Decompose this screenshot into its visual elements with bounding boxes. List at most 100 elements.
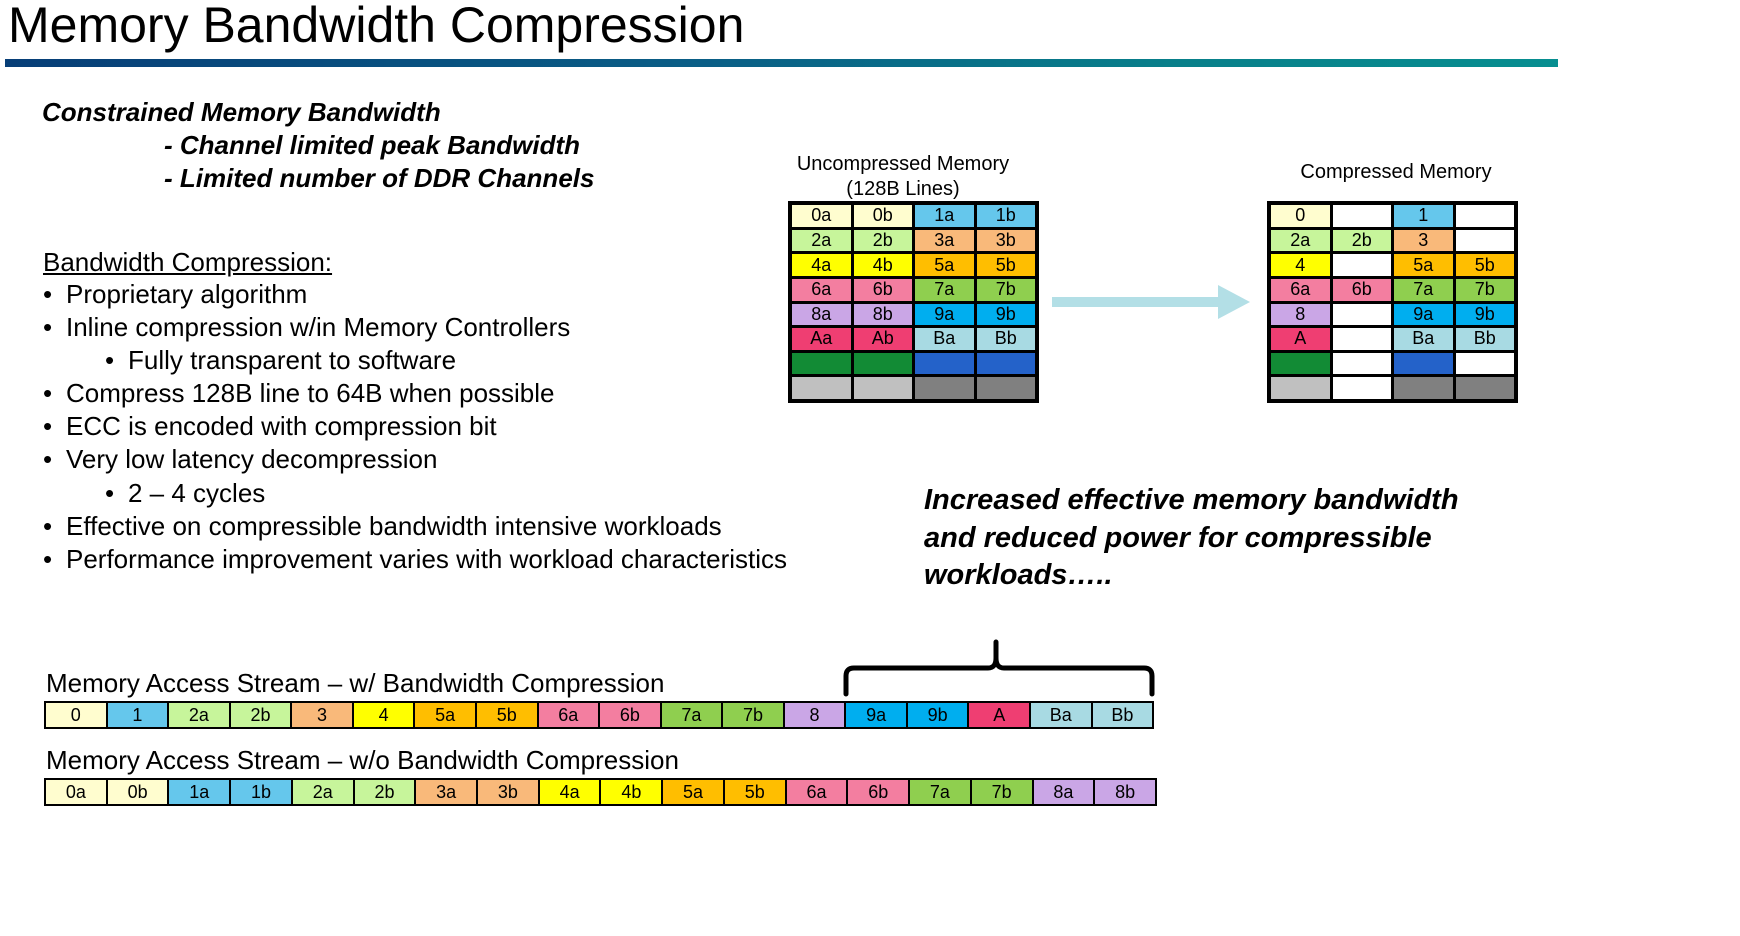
stream-cell: Bb bbox=[1092, 703, 1153, 727]
compressed-memory-cell: 5a bbox=[1394, 254, 1453, 276]
compressed-memory-cell bbox=[1394, 377, 1453, 399]
stream-cell: 9b bbox=[907, 703, 968, 727]
bullet-item: • Inline compression w/in Memory Controll… bbox=[43, 311, 787, 344]
uncompressed-label-line2: (128B Lines) bbox=[846, 178, 960, 200]
bullet-dot-icon: • bbox=[43, 543, 53, 574]
compressed-memory-cell: 8 bbox=[1271, 303, 1330, 326]
uncompressed-memory-cell bbox=[915, 377, 974, 399]
bandwidth-compression-heading: Bandwidth Compression: bbox=[43, 247, 333, 277]
compressed-memory-cell bbox=[1271, 377, 1330, 399]
uncompressed-memory-label: Uncompressed Memory (128B Lines) bbox=[790, 152, 1016, 202]
uncompressed-memory-cell: 2b bbox=[853, 229, 912, 252]
stream-cell: 7b bbox=[971, 780, 1032, 804]
compressed-memory-cell: 6a bbox=[1271, 278, 1330, 301]
uncompressed-memory-cell bbox=[792, 377, 851, 399]
uncompressed-memory-cell bbox=[792, 352, 851, 375]
uncompressed-memory-cell: 5b bbox=[976, 254, 1035, 276]
bullet-item: • Proprietary algorithm bbox=[43, 278, 787, 311]
claim-line: Increased effective memory bandwidth bbox=[924, 484, 1459, 516]
claim-line: workloads….. bbox=[924, 559, 1113, 591]
uncompressed-memory-cell: 4a bbox=[792, 254, 851, 276]
title-underline-bar bbox=[5, 59, 1558, 67]
bullet-item: •2 – 4 cycles bbox=[43, 477, 787, 510]
compressed-memory-cell: 5b bbox=[1455, 254, 1514, 276]
compressed-memory-cell: 3 bbox=[1394, 229, 1453, 252]
bullet-text: Effective on compressible bandwidth inte… bbox=[66, 510, 722, 541]
uncompressed-memory-cell: 6a bbox=[792, 278, 851, 301]
compressed-memory-cell bbox=[1455, 352, 1514, 375]
bullet-text: Fully transparent to software bbox=[128, 345, 457, 376]
uncompressed-memory-cell: 0a bbox=[792, 205, 851, 227]
stream-cell: 5a bbox=[415, 703, 475, 727]
bullet-dot-icon: • bbox=[43, 312, 53, 343]
constrained-point: - Channel limited peak Bandwidth bbox=[164, 130, 581, 160]
bullet-item: • Compress 128B line to 64B when possible bbox=[43, 377, 787, 410]
bullet-item: •Very low latency decompression bbox=[43, 443, 787, 476]
stream-with-compression-label: Memory Access Stream – w/ Bandwidth Comp… bbox=[46, 668, 665, 698]
bullet-dot-icon: • bbox=[43, 510, 53, 541]
uncompressed-memory-cell: 9a bbox=[915, 303, 974, 326]
stream-cell: 0a bbox=[46, 780, 106, 804]
stream-cell: 7b bbox=[723, 703, 783, 727]
uncompressed-memory-cell bbox=[976, 377, 1035, 399]
stream-cell: 3b bbox=[478, 780, 538, 804]
compressed-memory-cell: 1 bbox=[1394, 205, 1453, 227]
uncompressed-memory-cell: Bb bbox=[976, 328, 1035, 350]
compressed-memory-cell: 2a bbox=[1271, 229, 1330, 252]
compressed-memory-cell: 9a bbox=[1394, 303, 1453, 326]
bullet-text: Compress 128B line to 64B when possible bbox=[66, 378, 555, 409]
bullet-item: • Effective on compressible bandwidth int… bbox=[43, 510, 787, 543]
slide-title: Memory Bandwidth Compression bbox=[8, 0, 745, 53]
compressed-memory-cell: 9b bbox=[1455, 303, 1514, 326]
stream-cell: 1 bbox=[107, 703, 168, 727]
stream-cell: 6b bbox=[848, 780, 909, 804]
uncompressed-memory-cell: Aa bbox=[792, 328, 851, 350]
bullet-item: • Fully transparent to software bbox=[43, 344, 787, 377]
constrained-point: - Limited number of DDR Channels bbox=[164, 163, 595, 193]
compressed-memory-cell: 4 bbox=[1271, 254, 1330, 276]
stream-cell: 7a bbox=[661, 703, 722, 727]
uncompressed-label-line1: Uncompressed Memory bbox=[796, 153, 1010, 175]
compressed-memory-cell: 7a bbox=[1394, 278, 1453, 301]
bullet-dot-icon: • bbox=[43, 279, 53, 309]
uncompressed-memory-cell bbox=[853, 377, 912, 399]
uncompressed-memory-cell: 9b bbox=[976, 303, 1035, 326]
stream-cell: 9a bbox=[846, 703, 906, 727]
uncompressed-memory-cell: 4b bbox=[853, 254, 912, 276]
bullet-text: Inline compression w/in Memory Controlle… bbox=[66, 312, 571, 343]
compressed-memory-cell bbox=[1394, 352, 1453, 375]
stream-cell: 7a bbox=[910, 780, 970, 804]
constrained-bandwidth-block: Constrained Memory Bandwidth - Channel l… bbox=[42, 96, 594, 195]
compressed-memory-cell: 7b bbox=[1455, 278, 1514, 301]
bullet-text: Performance improvement varies with work… bbox=[66, 543, 788, 574]
stream-cell: 6b bbox=[600, 703, 660, 727]
bullet-dot-icon: • bbox=[43, 378, 53, 409]
uncompressed-memory-cell: Ab bbox=[853, 328, 912, 350]
compressed-memory-cell bbox=[1332, 352, 1391, 375]
stream-cell: 8b bbox=[1095, 780, 1155, 804]
compressed-memory-cell: 2b bbox=[1332, 229, 1391, 252]
compressed-memory-cell bbox=[1455, 205, 1514, 227]
compressed-memory-cell bbox=[1332, 377, 1391, 399]
uncompressed-memory-cell: 0b bbox=[853, 205, 912, 227]
uncompressed-memory-cell bbox=[976, 352, 1035, 375]
stream-cell: 6a bbox=[538, 703, 599, 727]
bullet-dot-icon: • bbox=[105, 345, 115, 376]
compressed-memory-cell: Bb bbox=[1455, 328, 1514, 350]
stream-cell: 2b bbox=[230, 703, 291, 727]
uncompressed-memory-cell: 3b bbox=[976, 229, 1035, 252]
uncompressed-memory-cell: 1a bbox=[915, 205, 974, 227]
bullet-text: ECC is encoded with compression bit bbox=[66, 411, 497, 442]
stream-cell: 2a bbox=[292, 780, 353, 804]
bullet-dot-icon: • bbox=[43, 411, 53, 442]
stream-without-compression-label: Memory Access Stream – w/o Bandwidth Com… bbox=[46, 745, 679, 775]
stream-cell: 0b bbox=[107, 780, 168, 804]
bullet-text: Proprietary algorithm bbox=[66, 279, 308, 309]
compressed-memory-cell: A bbox=[1271, 328, 1330, 350]
stream-cell: 6a bbox=[786, 780, 847, 804]
uncompressed-memory-cell: Ba bbox=[915, 328, 974, 350]
uncompressed-memory-cell: 6b bbox=[853, 278, 912, 301]
